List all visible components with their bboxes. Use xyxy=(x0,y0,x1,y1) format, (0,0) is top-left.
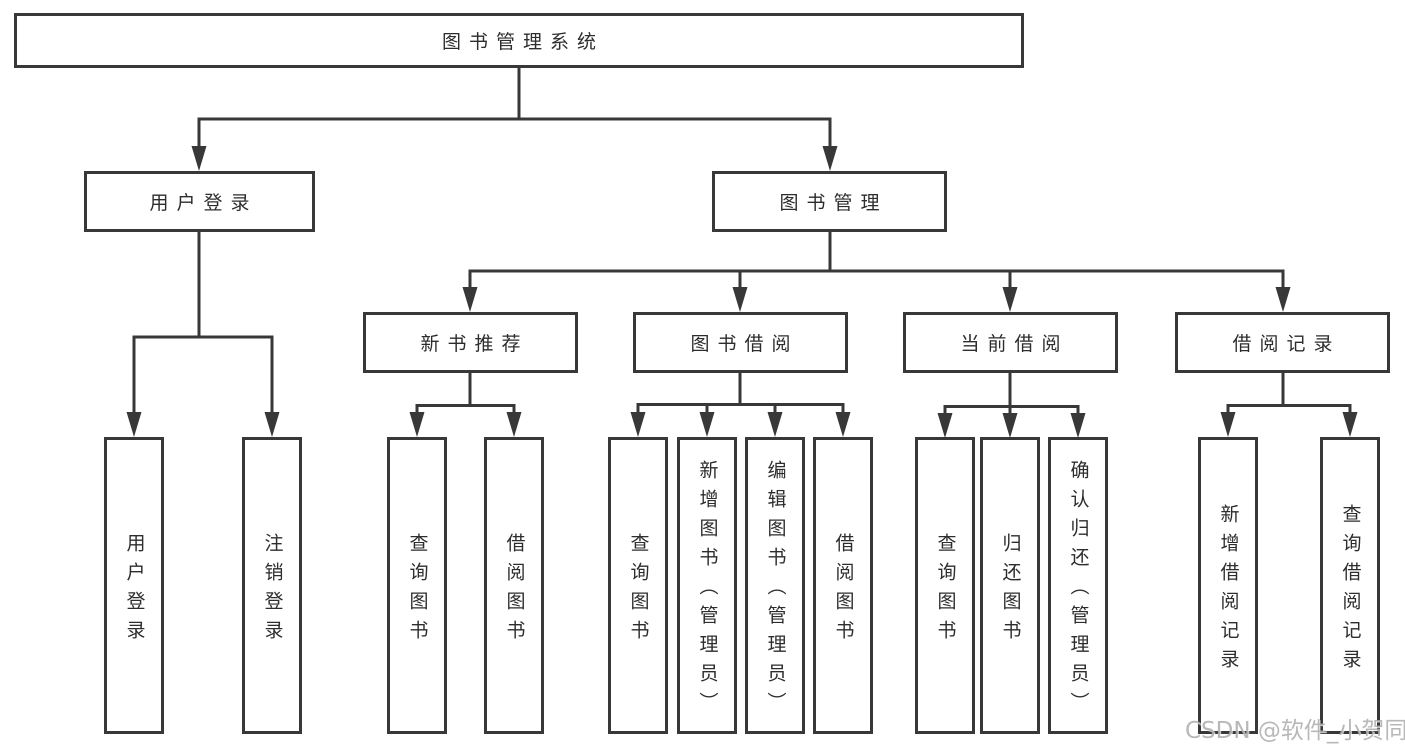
node-leaf-return-books: 归还图书 xyxy=(980,437,1040,734)
node-new-book-recommend: 新书推荐 xyxy=(363,312,578,373)
node-leaf-borrow-books: 借阅图书 xyxy=(484,437,544,734)
node-library-management-system: 图书管理系统 xyxy=(14,13,1024,68)
csdn-watermark: CSDN @软件_小贺同学 xyxy=(1185,718,1405,744)
arrowhead xyxy=(462,287,478,312)
arrowhead xyxy=(409,412,425,437)
node-label: 确认归还（管理员） xyxy=(1067,460,1090,721)
arrowhead xyxy=(1275,287,1291,312)
arrowhead xyxy=(767,412,783,437)
node-leaf-query-borrow-record: 查询借阅记录 xyxy=(1320,437,1380,734)
node-label: 用户登录 xyxy=(149,192,258,214)
node-label: 借阅图书 xyxy=(832,532,855,649)
node-user-login: 用户登录 xyxy=(84,171,315,232)
arrowhead xyxy=(191,146,207,171)
arrowhead xyxy=(1002,287,1018,312)
node-leaf-logout: 注销登录 xyxy=(242,437,302,734)
node-book-borrowing: 图书借阅 xyxy=(633,312,848,373)
node-leaf-user-login: 用户登录 xyxy=(104,437,164,734)
arrowhead xyxy=(822,146,838,171)
arrowhead xyxy=(1002,413,1018,438)
node-label: 注销登录 xyxy=(261,532,284,649)
arrowhead xyxy=(506,412,522,437)
arrowhead xyxy=(699,412,715,437)
node-leaf-edit-books-admin: 编辑图书（管理员） xyxy=(745,437,805,734)
arrowhead xyxy=(1342,412,1358,437)
node-label: 归还图书 xyxy=(999,532,1022,649)
node-current-borrowing: 当前借阅 xyxy=(903,312,1118,373)
node-leaf-add-books-admin: 新增图书（管理员） xyxy=(677,437,737,734)
node-label: 图书管理系统 xyxy=(441,31,604,53)
node-label: 当前借阅 xyxy=(960,333,1069,355)
node-label: 查询借阅记录 xyxy=(1339,503,1362,678)
node-leaf-query-books: 查询图书 xyxy=(608,437,668,734)
arrowhead xyxy=(732,287,748,312)
node-label: 查询图书 xyxy=(406,532,429,649)
node-leaf-borrow-books: 借阅图书 xyxy=(813,437,873,734)
node-label: 图书管理 xyxy=(779,192,888,214)
node-borrowing-records: 借阅记录 xyxy=(1175,312,1390,373)
arrowhead xyxy=(835,412,851,437)
arrowhead xyxy=(264,412,280,437)
node-label: 查询图书 xyxy=(627,532,650,649)
node-leaf-add-borrow-record: 新增借阅记录 xyxy=(1198,437,1258,734)
node-label: 编辑图书（管理员） xyxy=(764,460,787,721)
node-leaf-query-books: 查询图书 xyxy=(387,437,447,734)
node-leaf-confirm-return-admin: 确认归还（管理员） xyxy=(1048,437,1108,734)
node-leaf-query-books: 查询图书 xyxy=(915,437,975,734)
node-label: 新增借阅记录 xyxy=(1217,503,1240,678)
node-label: 新增图书（管理员） xyxy=(696,460,719,721)
arrowhead xyxy=(126,412,142,437)
node-label: 查询图书 xyxy=(934,532,957,649)
arrowhead xyxy=(1220,412,1236,437)
node-book-management: 图书管理 xyxy=(712,171,947,232)
node-label: 新书推荐 xyxy=(420,333,529,355)
arrowhead xyxy=(630,412,646,437)
node-label: 图书借阅 xyxy=(690,333,799,355)
node-label: 用户登录 xyxy=(123,532,146,649)
node-label: 借阅记录 xyxy=(1232,333,1341,355)
arrowhead xyxy=(937,413,953,438)
arrowhead xyxy=(1070,413,1086,438)
node-label: 借阅图书 xyxy=(503,532,526,649)
